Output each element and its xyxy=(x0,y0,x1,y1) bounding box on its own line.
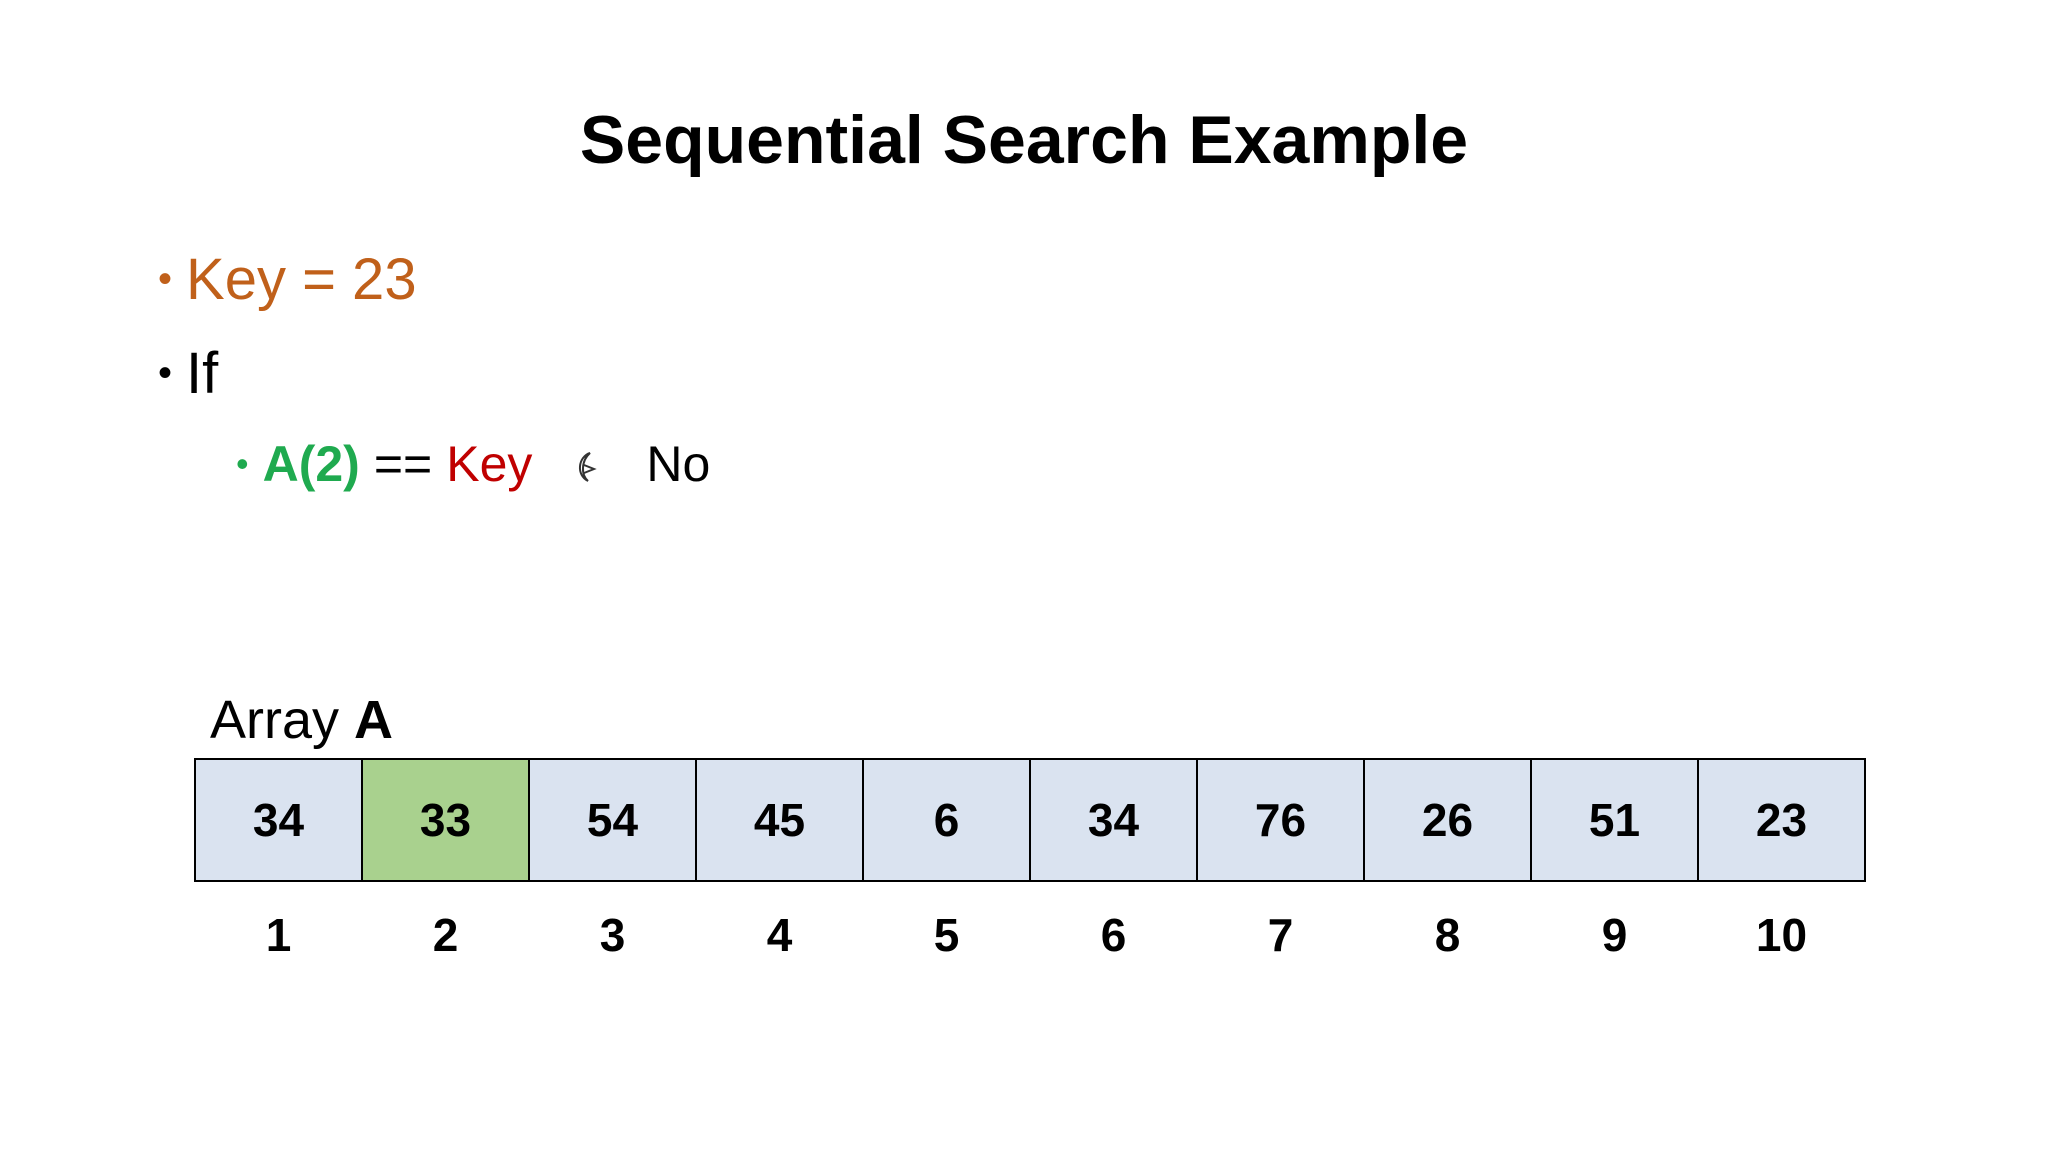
bullet-dot: • xyxy=(158,350,173,395)
array-label: Array A xyxy=(210,688,393,752)
array-indices: 1 2 3 4 5 6 7 8 9 10 xyxy=(195,905,1865,965)
array-cell: 51 xyxy=(1532,758,1699,882)
array-index-label: 8 xyxy=(1434,909,1461,961)
if-text: If xyxy=(186,340,219,406)
key-text: Key = 23 xyxy=(186,246,417,312)
array-cell: 23 xyxy=(1699,758,1866,882)
array-cell: 6 xyxy=(864,758,1031,882)
array-cell: 45 xyxy=(697,758,864,882)
array-index-label: 2 xyxy=(432,909,459,961)
condition-operator: == xyxy=(373,436,433,492)
bullet-list: • Key = 23 • If • A(2) == Key No xyxy=(158,232,710,508)
condition-rhs: Key xyxy=(446,436,533,492)
array-index-label: 3 xyxy=(599,909,626,961)
condition-result: No xyxy=(646,436,711,492)
bullet-condition: • A(2) == Key No xyxy=(236,420,710,508)
sub-bullet-dot: • xyxy=(236,443,249,484)
array-index-label: 4 xyxy=(766,909,793,961)
array-label-name: A xyxy=(354,690,394,750)
array-cell: 54 xyxy=(530,758,697,882)
array-index-label: 5 xyxy=(933,909,960,961)
array-cell: 33 xyxy=(363,758,530,882)
arrow-icon xyxy=(572,439,602,482)
array-label-prefix: Array xyxy=(210,690,340,750)
array-index-label: 7 xyxy=(1267,909,1294,961)
bullet-key: • Key = 23 xyxy=(158,232,710,326)
condition-lhs: A(2) xyxy=(262,436,360,492)
slide-title: Sequential Search Example xyxy=(579,102,1469,178)
array-cell: 34 xyxy=(1031,758,1198,882)
array-index-label: 9 xyxy=(1601,909,1628,961)
array-index-label: 1 xyxy=(265,909,292,961)
bullet-dot: • xyxy=(158,256,173,301)
array-index-label: 10 xyxy=(1755,909,1808,961)
array-index-label: 6 xyxy=(1100,909,1127,961)
array-cell: 34 xyxy=(196,758,363,882)
array-cell: 26 xyxy=(1365,758,1532,882)
bullet-if: • If xyxy=(158,326,710,420)
array-cell: 76 xyxy=(1198,758,1365,882)
